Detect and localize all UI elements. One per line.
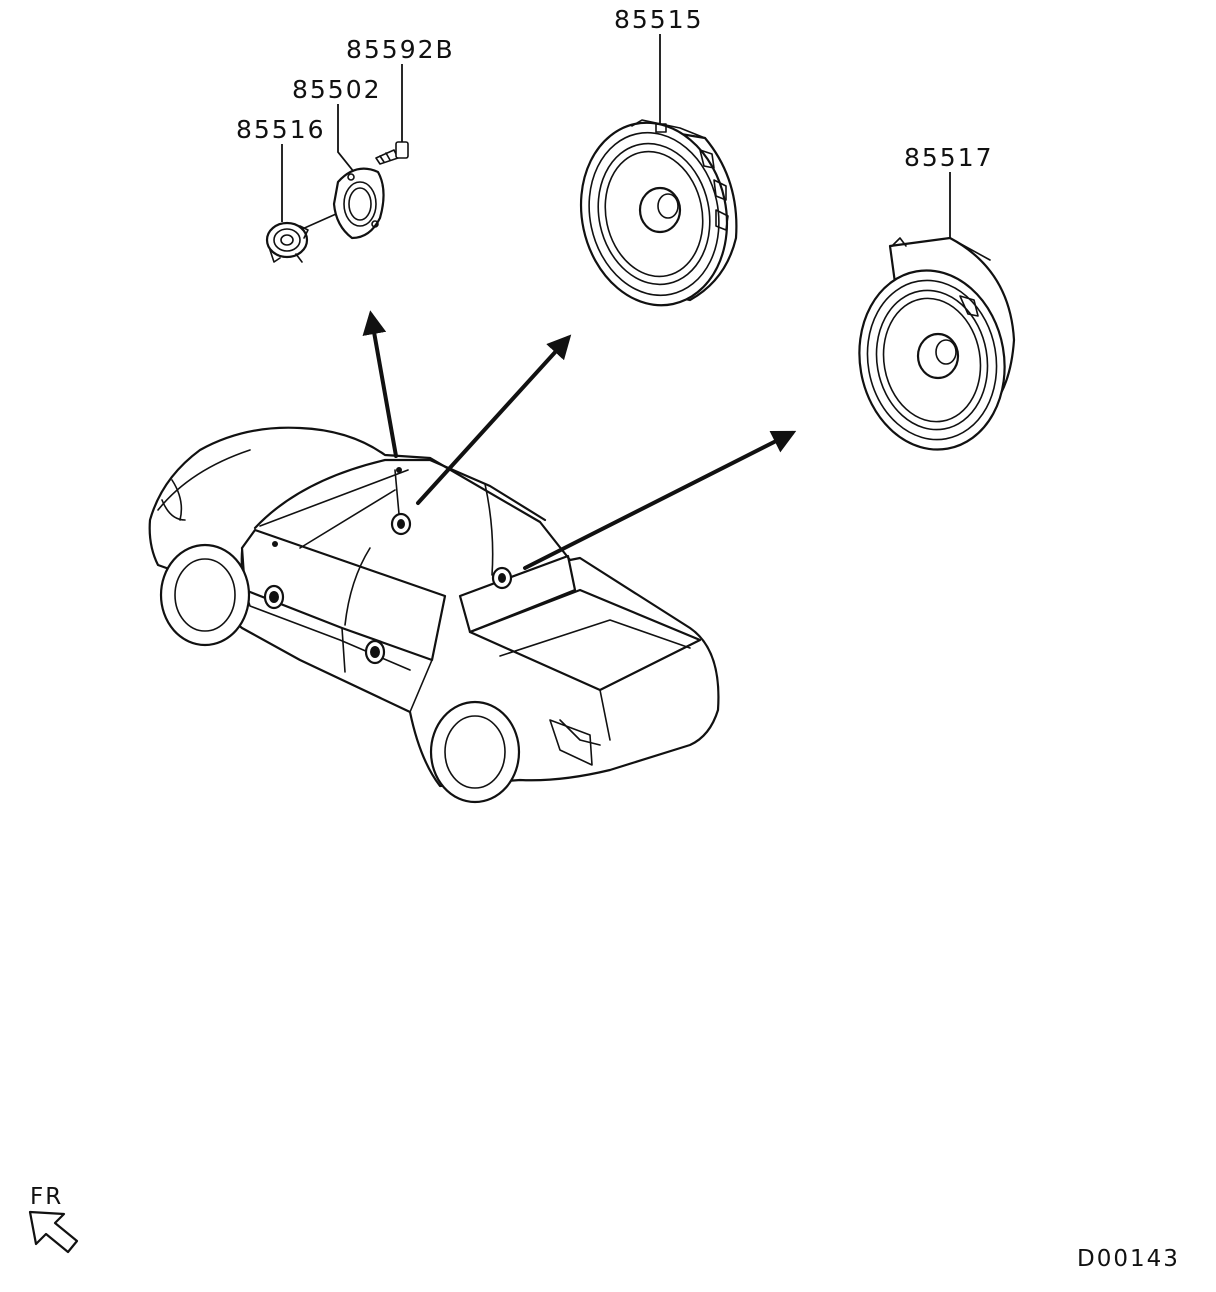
tweeter-part[interactable] [265, 221, 309, 263]
part-label-85516[interactable]: 85516 [236, 115, 326, 144]
drawing-code: D00143 [1077, 1246, 1180, 1272]
part-label-85502[interactable]: 85502 [292, 75, 382, 104]
front-direction-indicator: FR [28, 1184, 79, 1254]
screw-part[interactable] [375, 141, 409, 165]
rear-door-speaker-part[interactable] [845, 236, 1018, 461]
leader-lines [281, 34, 951, 240]
front-arrow-icon [28, 1210, 79, 1254]
part-label-85592B[interactable]: 85592B [346, 35, 455, 64]
speaker-bracket-part[interactable] [332, 167, 385, 240]
part-label-85515[interactable]: 85515 [614, 5, 704, 34]
location-arrows [362, 310, 797, 570]
part-label-85517[interactable]: 85517 [904, 143, 994, 172]
direction-label: FR [30, 1184, 63, 1210]
speaker-location-markers [263, 512, 513, 665]
front-door-speaker-part[interactable] [564, 109, 743, 319]
